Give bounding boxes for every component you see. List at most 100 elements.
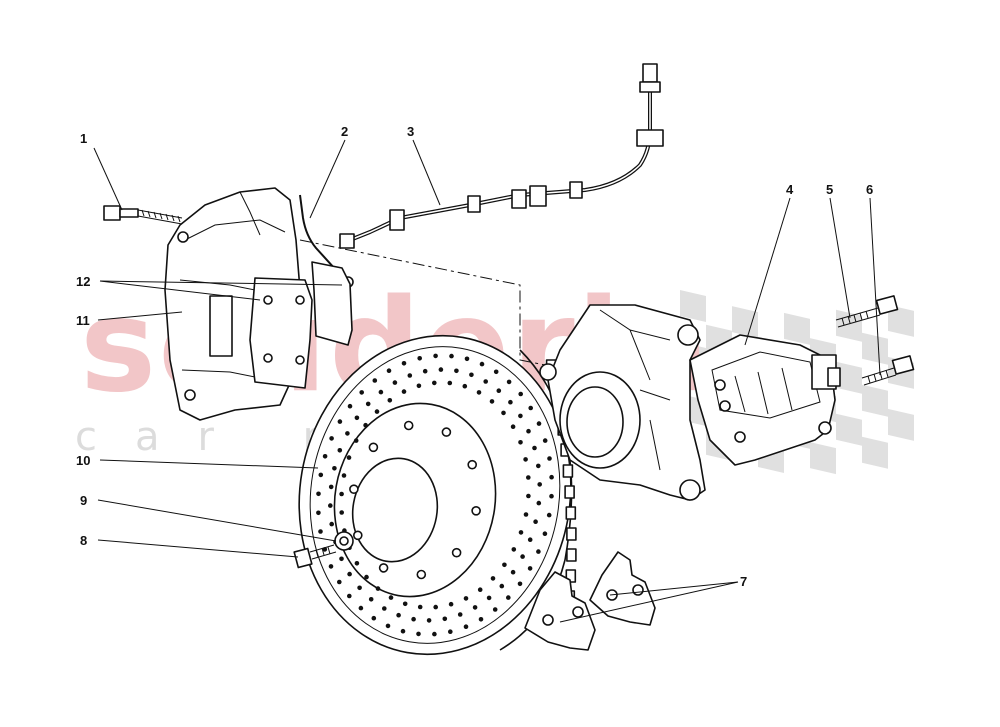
disc-bolt-hole [349,484,359,495]
disc-drill-hole [371,615,377,621]
disc-drill-hole [332,466,337,471]
disc-bolt-hole [467,459,478,470]
disc-drill-hole [341,473,347,478]
disc-drill-hole [457,612,463,617]
disc-drill-hole [499,583,505,589]
disc-drill-hole [489,399,495,404]
disc-drill-hole [476,390,482,395]
leader-lines [93,139,881,623]
disc-drill-hole [532,445,537,451]
disc-drill-hole [363,422,368,428]
disc-drill-hole [463,596,469,601]
disc-drill-hole [329,436,334,441]
disc-drill-hole [416,631,421,637]
disc-drill-hole [510,424,516,430]
disc-drill-hole [506,595,511,600]
disc-drill-hole [518,440,523,445]
disc-drill-hole [438,367,444,372]
disc-drill-hole [359,390,365,395]
disc-drill-hole [536,500,542,506]
disc-drill-hole [328,484,334,490]
disc-drill-hole [547,456,552,461]
disc-drill-hole [533,519,538,524]
callout-5: 5 [826,182,833,197]
flag-square [862,384,888,417]
disc-drill-hole [382,606,387,611]
disc-drill-hole [329,521,335,527]
disc-drill-hole [337,419,343,424]
disc-drill-hole [537,482,542,487]
disc-drill-hole [463,624,469,629]
disc-drill-hole [536,421,542,426]
disc-drill-hole [422,368,428,374]
disc-drill-hole [322,454,328,459]
disc-drill-hole [353,438,359,443]
disc-drill-hole [511,547,517,552]
disc-drill-hole [536,549,541,554]
disc-drill-hole [433,604,439,610]
disc-drill-hole [517,581,523,587]
disc-drill-hole [411,616,416,622]
callout-2: 2 [341,124,348,139]
disc-drill-hole [432,631,437,637]
disc-drill-hole [454,368,459,374]
disc-drill-hole [372,378,378,383]
disc-drill-hole [388,595,394,600]
callout-7: 7 [740,574,747,589]
callout-4: 4 [786,182,794,197]
disc-drill-hole [486,595,492,601]
disc-vent-slot [562,464,574,478]
disc-drill-hole [354,415,360,421]
disc-drill-hole [347,593,352,599]
disc-bolt-hole [368,442,379,453]
disc-drill-hole [396,612,401,618]
disc-drill-hole [501,410,506,416]
disc-drill-hole [518,530,524,535]
disc-drill-hole [316,510,321,516]
disc-drill-hole [469,372,474,378]
disc-drill-hole [492,607,498,612]
disc-drill-hole [518,413,523,419]
disc-drill-hole [546,512,552,518]
disc-drill-hole [502,562,507,568]
callout-9: 9 [80,493,87,508]
disc-drill-hole [479,361,485,367]
disc-drill-hole [536,463,541,469]
disc-drill-hole [508,399,513,405]
disc-drill-hole [542,531,548,536]
caliper-bolt-right-lower [861,355,915,386]
disc-vent-slot [564,485,575,499]
callout-3: 3 [407,124,414,139]
caliper-bolt-left [103,205,183,225]
flag-square [888,304,914,337]
disc-drill-hole [483,379,489,384]
disc-drill-hole [449,353,454,359]
callout-labels: 1 2 3 4 5 6 7 8 9 10 11 12 [76,124,873,589]
disc-drill-hole [364,574,369,580]
disc-drill-hole [526,428,531,434]
disc-drill-hole [337,579,342,585]
disc-drill-hole [448,629,453,634]
brake-hose [339,63,664,249]
disc-drill-hole [510,569,516,575]
callout-1: 1 [80,131,87,146]
caliper-bolt-right-upper [835,295,899,328]
disc-bolt-hole [352,530,363,541]
disc-drill-hole [392,380,398,385]
flag-square [862,436,888,469]
flag-square [888,408,914,441]
disc-drill-hole [339,510,345,515]
disc-drill-hole [448,601,454,607]
brake-disc [298,334,577,656]
disc-drill-hole [472,605,478,610]
disc-drill-hole [493,369,499,375]
flag-square [836,413,862,446]
disc-drill-hole [477,587,483,592]
disc-drill-hole [337,448,343,453]
callout-8: 8 [80,533,87,548]
brake-pads [249,261,353,389]
flag-square [784,312,810,345]
disc-drill-hole [318,472,324,478]
hub-carrier [539,304,706,501]
disc-drill-hole [442,616,448,622]
